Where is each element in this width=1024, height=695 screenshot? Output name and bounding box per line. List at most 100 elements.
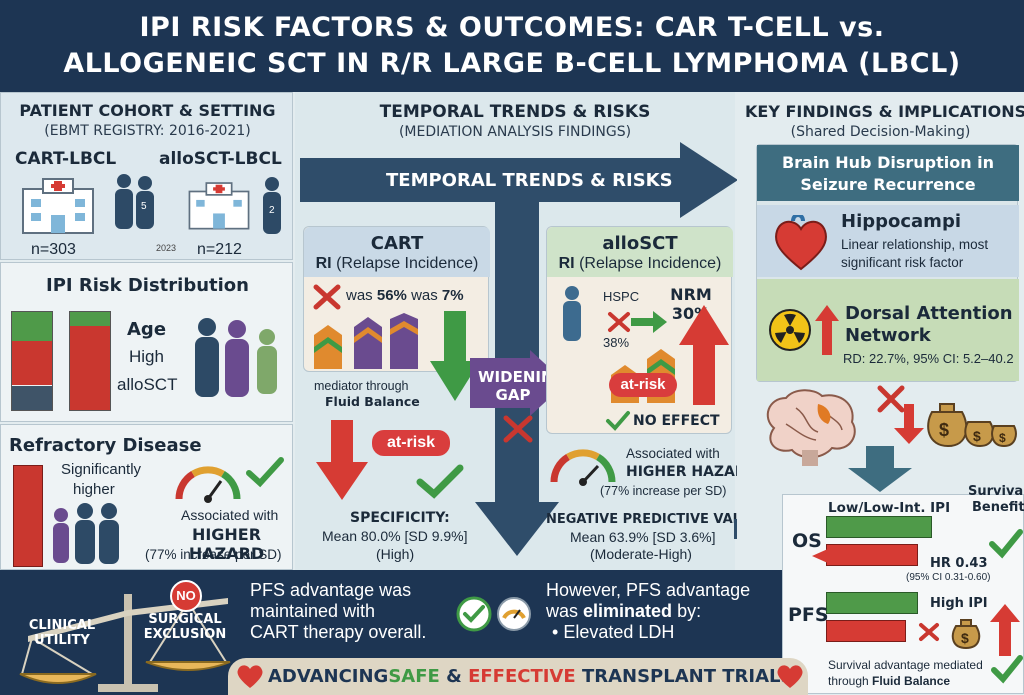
survival-hr: HR 0.43 — [930, 556, 988, 571]
cart-was-2: was — [411, 287, 438, 304]
no-badge: NO — [170, 580, 202, 612]
however-was: was — [546, 601, 579, 621]
heart-icon — [237, 665, 263, 688]
surgical-1: SURGICAL — [148, 612, 222, 627]
survival-benefit-2: Benefit — [972, 500, 1024, 515]
check-icon — [416, 464, 464, 499]
cart-spec-value: Mean 80.0% [SD 9.9%] — [322, 528, 468, 544]
allo-n: n=212 — [197, 241, 242, 258]
gauge-icon — [175, 466, 241, 503]
widening-gap-arrow — [470, 350, 566, 416]
dan-title-2: Network — [845, 325, 931, 346]
survival-benefit-1: Survival — [968, 484, 1024, 499]
refractory-panel: Refractory Disease Significantly higher … — [0, 424, 293, 570]
cart-ri-abbrev: RI — [315, 255, 332, 272]
allo-ri-full: (Relapse Incidence) — [579, 255, 722, 272]
no-text: NO — [176, 588, 196, 603]
survival-low-ipi: Low/Low-Int. IPI — [828, 500, 951, 516]
heart-icon — [777, 665, 803, 688]
money-bags-icon: $ $ $ — [927, 403, 1017, 448]
banner-safe: SAFE — [388, 666, 440, 687]
cart-pct-1: 56% — [376, 287, 407, 304]
cart-box: CART RI (Relapse Incidence) was 56% was … — [303, 226, 490, 401]
check-circle-icon — [456, 596, 492, 632]
arrow-down-icon — [848, 446, 912, 492]
cart-spec-label: SPECIFICITY: — [350, 510, 450, 526]
pfs-bar-green — [826, 592, 918, 614]
allo-npv-qual: (Moderate-High) — [590, 546, 692, 562]
pfs-line-3: CART therapy overall. — [250, 622, 427, 642]
refractory-assoc: Associated with — [181, 507, 279, 523]
banner-text: ADVANCINGSAFE & EFFECTIVE TRANSPLANT TRI… — [268, 666, 793, 687]
allo-title: alloSCT — [602, 233, 678, 254]
however-line-1: However, PFS advantage — [546, 580, 751, 600]
cart-mediator: mediator through — [314, 379, 409, 393]
refractory-heading: Refractory Disease — [9, 435, 202, 456]
ldh-text: Elevated LDH — [563, 622, 675, 642]
allo-hazard: HIGHER HAZARD — [626, 464, 758, 480]
cart-was-1: was — [346, 287, 373, 304]
allo-npv-value: Mean 63.9% [SD 3.6%] — [570, 529, 716, 545]
refractory-text-1: Significantly — [61, 461, 142, 478]
ipi-panel: IPI Risk Distribution Age High alloSCT — [0, 262, 293, 422]
chevron-bars-icon — [314, 313, 418, 369]
refractory-hazard: HIGHER HAZARD — [188, 525, 265, 563]
cart-lbcl-label: CART-LBCL — [15, 149, 117, 169]
family-icon — [53, 503, 119, 564]
dan-rd: RD: 22.7%, 95% CI: 5.2–40.2 — [843, 351, 1014, 366]
brain-hub-line-2: Seizure Recurrence — [800, 175, 976, 194]
title-line-1: IPI RISK FACTORS & OUTCOMES: CAR T-CELL … — [139, 12, 885, 43]
key-heading: KEY FINDINGS & IMPLICATIONS — [745, 102, 1024, 121]
however-line-2: was eliminated by: — [546, 601, 750, 622]
survival-adv-3: Fluid Balance — [872, 674, 951, 688]
check-icon — [991, 655, 1023, 684]
arrow-up-icon — [990, 604, 1020, 656]
arrow-down-red-icon — [316, 420, 368, 500]
hospital-icon — [22, 178, 94, 234]
os-bar-red — [826, 544, 918, 566]
close-icon — [313, 284, 341, 310]
ipi-heading: IPI Risk Distribution — [46, 275, 249, 296]
check-icon — [606, 411, 630, 431]
close-icon — [919, 623, 939, 641]
refractory-text-2: higher — [73, 481, 115, 498]
cart-fluid: Fluid Balance — [325, 394, 420, 409]
pfs-line-1: PFS advantage was — [250, 580, 412, 600]
brain-hub-box: Brain Hub Disruption in Seizure Recurren… — [756, 144, 1019, 382]
gauge-icon — [550, 449, 616, 486]
banner-and: & — [439, 666, 469, 687]
title-line-2: ALLOGENEIC SCT IN R/R LARGE B-CELL LYMPH… — [63, 48, 961, 79]
svg-text:$: $ — [973, 428, 981, 444]
survival-ci: (95% CI 0.31-0.60) — [906, 572, 991, 583]
allo-38: 38% — [603, 335, 630, 350]
badge-5-text: 5 — [141, 201, 147, 212]
arrow-down-red-icon — [894, 404, 924, 444]
clinical-2: UTILITY — [34, 633, 90, 648]
os-label: OS — [792, 530, 822, 552]
banner-trials: TRANSPLANT TRIALS — [575, 666, 794, 687]
allo-no-effect: NO EFFECT — [633, 413, 720, 429]
cart-was-line: was 56% was 7% — [346, 287, 464, 304]
widening-gap-text: WIDENING GAP — [478, 368, 566, 404]
refractory-increase: (77% increase per SD) — [145, 547, 282, 562]
arrow-up-icon — [815, 305, 839, 355]
cohort-heading: PATIENT COHORT & SETTING — [19, 101, 276, 120]
pfs-line-2: maintained with — [250, 601, 376, 621]
arrow-left-icon — [812, 548, 830, 564]
hippo-desc-2: significant risk factor — [841, 255, 964, 270]
allo-npv-label: NEGATIVE PREDICTIVE VALUE — [546, 512, 760, 527]
check-icon — [989, 529, 1023, 559]
badge-2-text: 2 — [269, 205, 275, 216]
cart-spec-qual: (High) — [376, 546, 415, 562]
radiation-icon — [769, 309, 811, 351]
person-icon — [563, 286, 581, 341]
allo-increase: (77% increase per SD) — [600, 484, 727, 498]
widening-gap-label: WIDENING GAP — [478, 368, 566, 404]
key-subheading: (Shared Decision-Making) — [790, 124, 971, 140]
however-by: by: — [677, 601, 702, 621]
close-icon — [503, 415, 533, 443]
clinical-utility: CLINICAL UTILITY — [22, 618, 102, 648]
allo-ri: RI (Relapse Incidence) — [547, 255, 733, 273]
cohort-subheading: (EBMT REGISTRY: 2016-2021) — [44, 123, 251, 139]
patients-icon: 5 — [115, 174, 154, 229]
